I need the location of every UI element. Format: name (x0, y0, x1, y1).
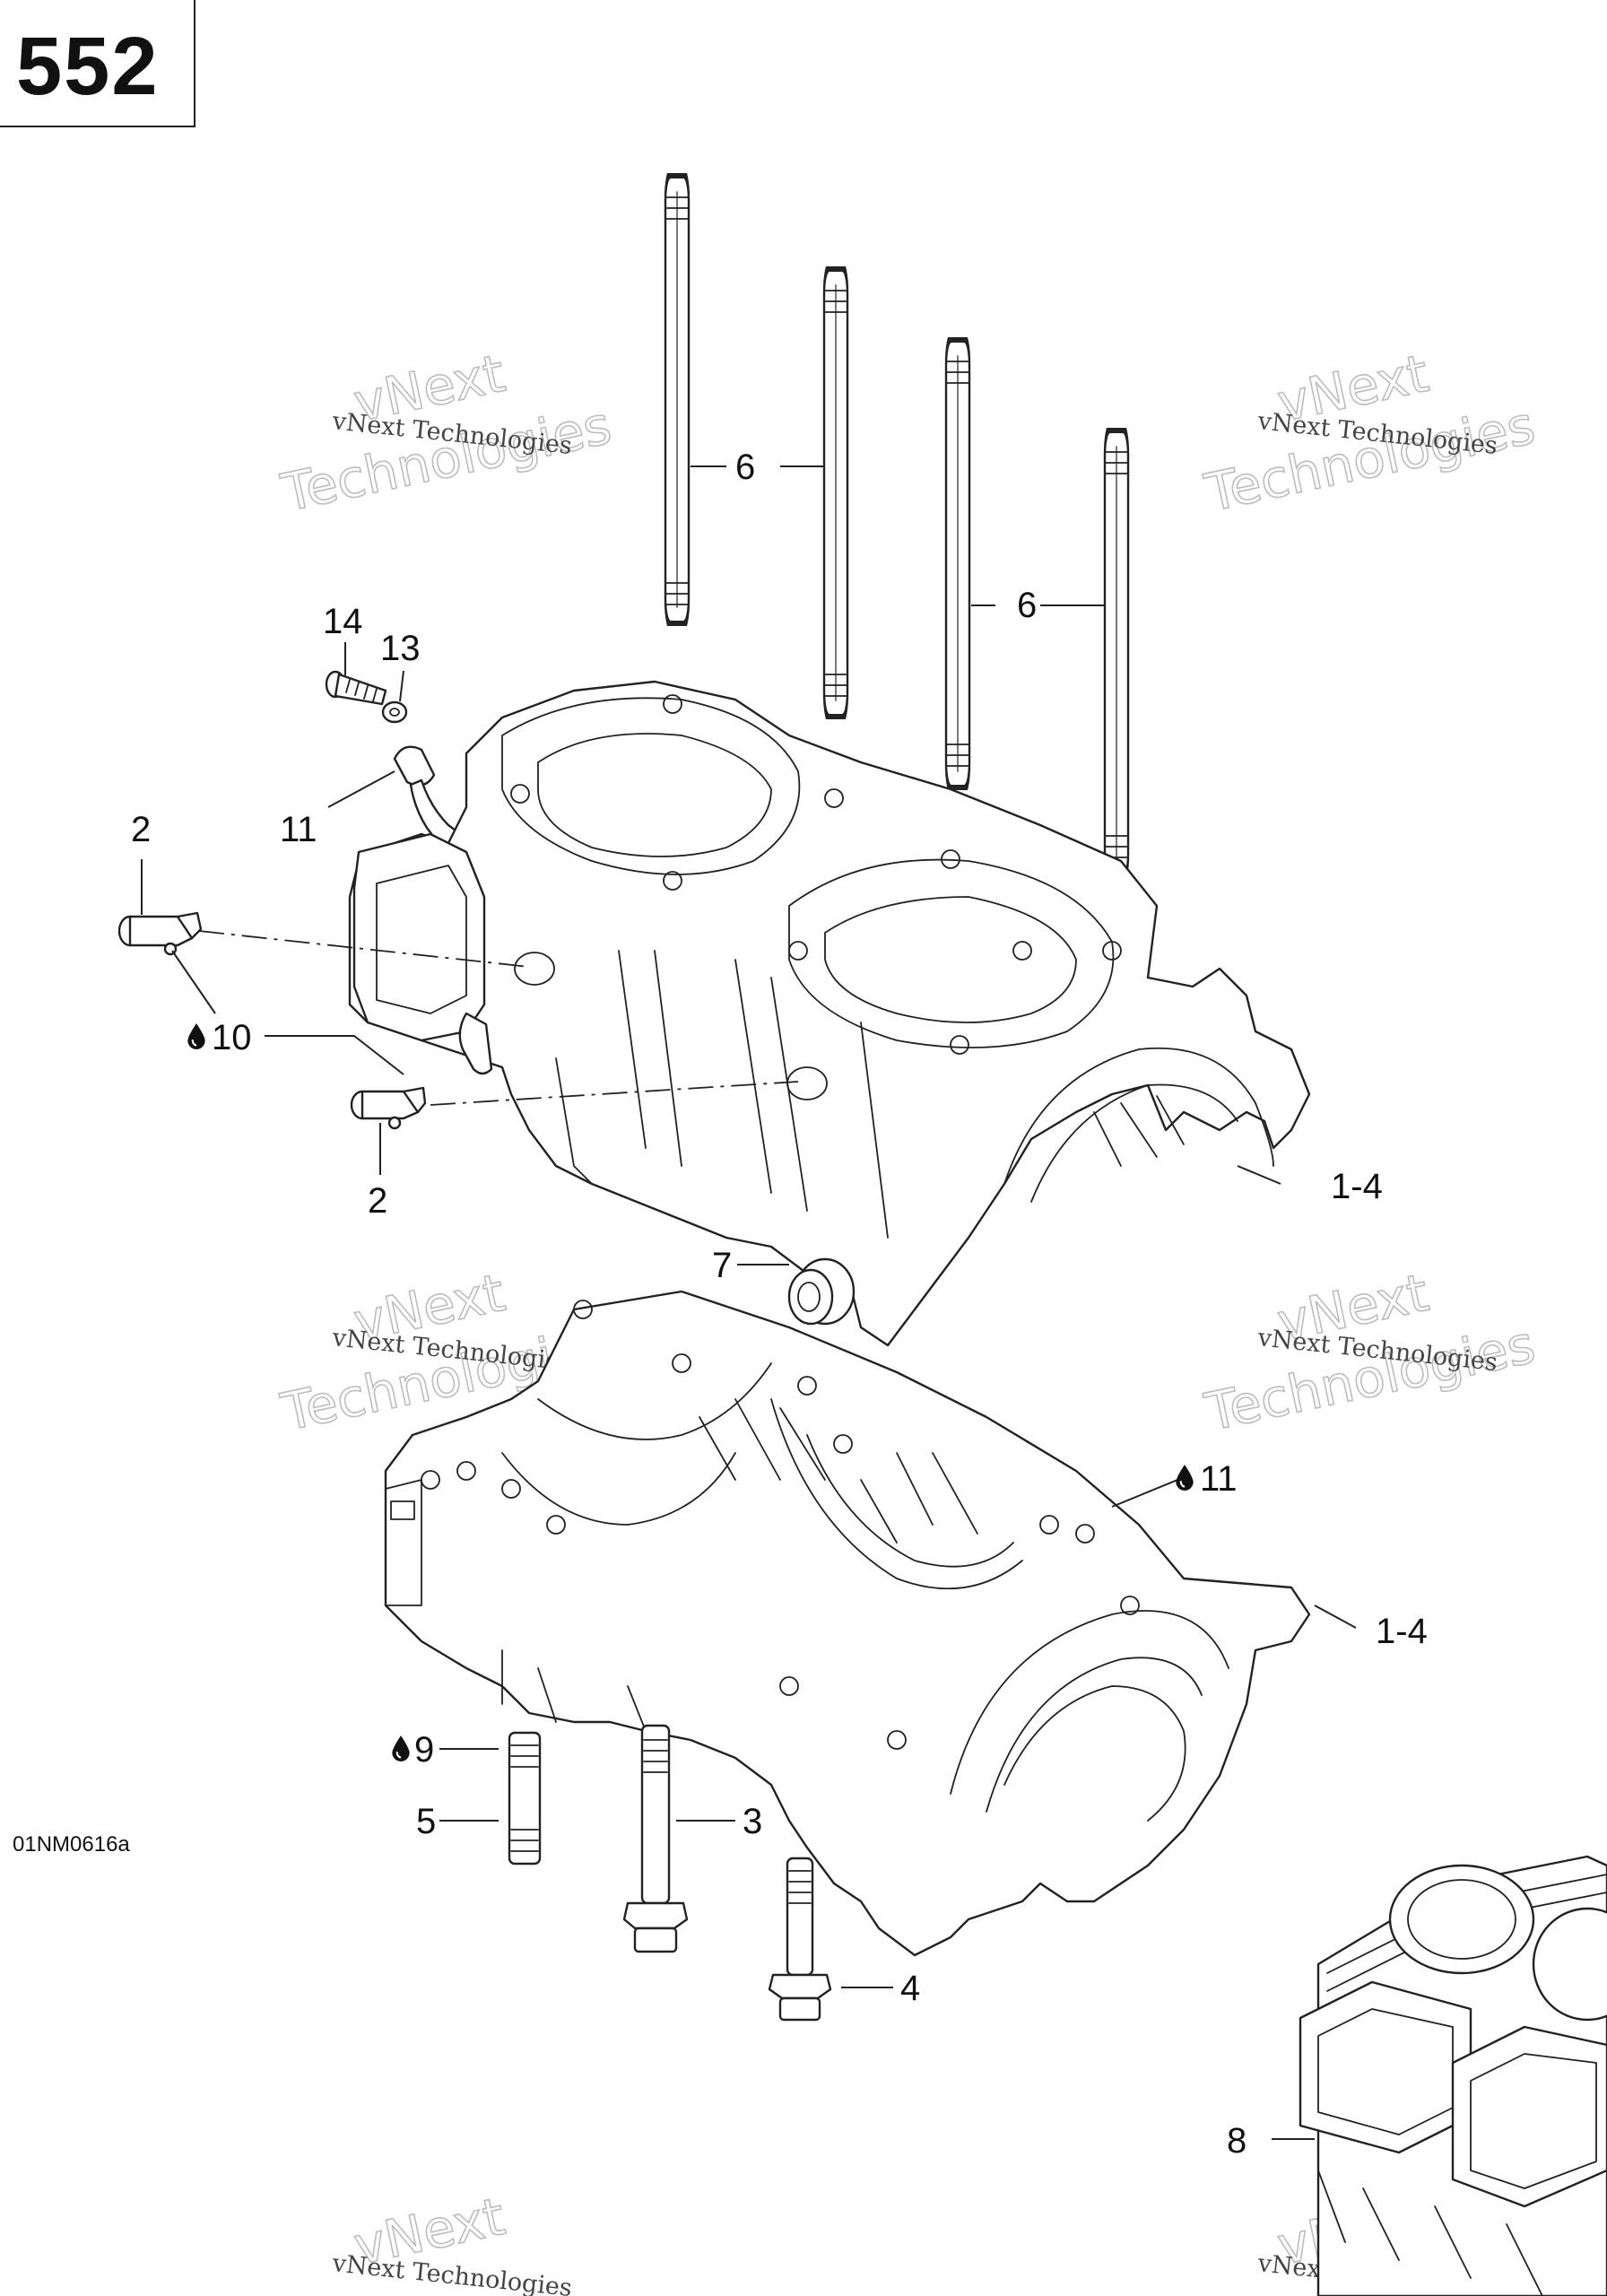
callout-4: 4 (900, 1969, 920, 2008)
bolt-3 (622, 1724, 689, 1953)
page-number: 552 (16, 21, 160, 112)
screw-14 (325, 670, 387, 706)
alignment-line-lower (430, 1081, 799, 1106)
watermark-bottom-left: vNext vNext Technologies (330, 2185, 573, 2296)
upper-crankcase (348, 680, 1311, 1347)
callout-1-4-lower: 1-4 (1376, 1612, 1428, 1651)
stud-5 (508, 1731, 542, 1866)
callout-11-upper: 11 (280, 810, 317, 849)
lower-crankcase (384, 1290, 1311, 1957)
stud-6-1 (665, 173, 689, 626)
cylinder-assembly-8 (1299, 1855, 1607, 2296)
watermark-top-right: Technologies vNext vNext Technologies (1199, 342, 1541, 525)
fitting-2-lower (350, 1086, 427, 1130)
callout-10: 10 (212, 1018, 252, 1057)
washer-13 (381, 700, 408, 724)
page-number-box: 552 (0, 0, 195, 127)
callout-2-lower: 2 (368, 1181, 387, 1221)
leader-lines (141, 465, 1357, 2140)
callout-11-lower: 11 (1200, 1459, 1238, 1499)
alignment-line-upper (198, 930, 530, 968)
callout-6-upper: 6 (735, 448, 755, 487)
fitting-2-upper (117, 911, 203, 956)
callout-7: 7 (712, 1246, 732, 1285)
stud-6-3 (946, 337, 969, 790)
stud-6-4 (1105, 428, 1128, 881)
figure-reference-code: 01NM0616a (13, 1832, 130, 1857)
bolt-4 (768, 1857, 832, 2022)
callout-13: 13 (380, 629, 421, 668)
glue-drop-icon (1175, 1464, 1194, 1491)
glue-drop-icon (391, 1735, 411, 1761)
callout-8: 8 (1227, 2121, 1247, 2161)
glue-drop-icon (187, 1022, 206, 1049)
stud-6-2 (824, 266, 847, 719)
seal-7 (787, 1257, 856, 1326)
callout-5: 5 (416, 1802, 436, 1841)
watermark-top-left: Technologies vNext vNext Technologies (275, 342, 617, 525)
callout-9: 9 (414, 1730, 434, 1770)
long-studs-6 (665, 173, 1128, 881)
watermark-mid-right: Technologies vNext vNext Technologies (1199, 1261, 1541, 1444)
callout-1-4-upper: 1-4 (1331, 1167, 1383, 1206)
callout-14: 14 (323, 602, 363, 641)
callout-2-upper: 2 (131, 810, 151, 849)
callout-3: 3 (743, 1802, 762, 1841)
callout-6-lower: 6 (1017, 586, 1037, 625)
